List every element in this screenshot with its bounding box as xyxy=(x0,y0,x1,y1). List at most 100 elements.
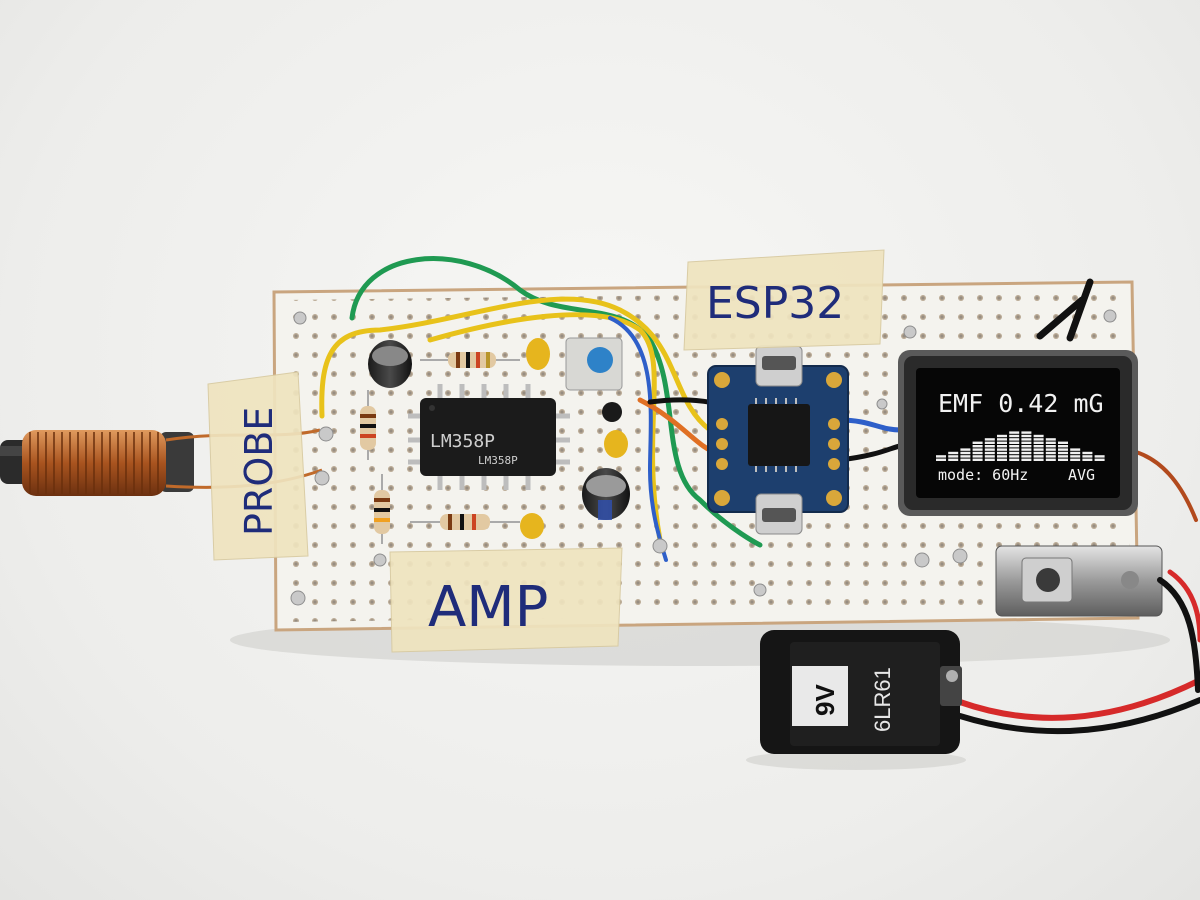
oled-bar-segment xyxy=(972,455,983,458)
oled-bar-segment xyxy=(1094,455,1105,458)
oled-bar-segment xyxy=(984,448,995,451)
oled-bar-segment xyxy=(948,455,959,458)
oled-bar-segment xyxy=(960,451,971,455)
oled-bar-segment xyxy=(1033,458,1044,461)
oled-bar-segment xyxy=(948,451,959,455)
oled-bar-segment xyxy=(1033,455,1044,458)
oled-bar-segment xyxy=(1009,455,1020,458)
oled-bar-segment xyxy=(984,445,995,448)
oled-bar-segment xyxy=(1082,451,1093,455)
oled-bar-graph xyxy=(936,431,1105,461)
oled-bar-segment xyxy=(1070,458,1081,461)
oled-bar-segment xyxy=(1045,455,1056,458)
oled-bar-segment xyxy=(1058,455,1068,458)
oled-bar-segment xyxy=(1021,438,1032,441)
oled-bar-segment xyxy=(972,441,983,444)
oled-bar-segment xyxy=(960,458,971,461)
oled-bar-segment xyxy=(984,455,995,458)
oled-bar-segment xyxy=(1070,455,1081,458)
oled-bar-segment xyxy=(997,438,1007,441)
oled-bar-segment xyxy=(1058,448,1068,451)
oled-bar-segment xyxy=(1058,445,1068,448)
amp-label: AMP xyxy=(428,575,548,640)
oled-bar-segment xyxy=(948,458,959,461)
oled-bar-segment xyxy=(1033,434,1044,438)
amp-tape: AMP xyxy=(389,547,623,653)
probe-tape: PROBE xyxy=(207,371,309,561)
chip-marking-main: LM358P xyxy=(430,431,495,452)
oled-bar-segment xyxy=(936,455,946,458)
oled-bar-segment xyxy=(1021,445,1032,448)
oled-bar-segment xyxy=(972,445,983,448)
oled-bar-segment xyxy=(960,448,971,451)
oled-bar-segment xyxy=(1021,434,1032,438)
oled-bar-segment xyxy=(1009,441,1020,444)
oled-bar-segment xyxy=(1033,445,1044,448)
battery-voltage: 9V xyxy=(810,684,840,716)
barrel-jack xyxy=(995,545,1163,617)
oled-bar-segment xyxy=(997,448,1007,451)
oled-bar-segment xyxy=(1082,458,1093,461)
oled-bar-segment xyxy=(972,458,983,461)
oled-bar-segment xyxy=(960,455,971,458)
esp32-module xyxy=(707,345,849,535)
oled-display: EMF 0.42 mG mode: 60Hz AVG xyxy=(898,350,1138,516)
oled-bar-segment xyxy=(1009,448,1020,451)
oled-bar-segment xyxy=(1009,431,1020,434)
9v-battery: 9V 6LR61 xyxy=(746,630,966,770)
oled-bar-segment xyxy=(1045,451,1056,455)
oled-bar-segment xyxy=(972,448,983,451)
oled-mode: mode: 60Hz xyxy=(938,466,1028,484)
oled-bar-segment xyxy=(997,434,1007,438)
oled-reading: EMF 0.42 mG xyxy=(938,389,1104,418)
oled-bar-segment xyxy=(1009,438,1020,441)
esp32-tape: ESP32 xyxy=(683,249,885,351)
oled-bar-segment xyxy=(936,458,946,461)
oled-bar-segment xyxy=(1045,458,1056,461)
oled-bar-segment xyxy=(997,445,1007,448)
oled-bar-segment xyxy=(984,441,995,444)
oled-bar-segment xyxy=(1021,431,1032,434)
oled-bar-segment xyxy=(984,438,995,441)
oled-bar-segment xyxy=(1021,441,1032,444)
oled-bar-segment xyxy=(1021,455,1032,458)
oled-bar-segment xyxy=(1033,441,1044,444)
oled-bar-segment xyxy=(1033,448,1044,451)
oled-bar-segment xyxy=(997,451,1007,455)
oled-bar-segment xyxy=(1021,451,1032,455)
oled-bar-segment xyxy=(972,451,983,455)
oled-bar-segment xyxy=(984,458,995,461)
jumper-wires xyxy=(319,256,1198,562)
solder-joints xyxy=(290,309,1117,606)
oled-bar-segment xyxy=(1070,448,1081,451)
oled-bar-segment xyxy=(1033,451,1044,455)
chip-marking-sub: LM358P xyxy=(478,454,518,467)
op-amp-chip: LM358P LM358P xyxy=(408,384,570,490)
oled-bar-segment xyxy=(1045,448,1056,451)
oled-bar-segment xyxy=(997,455,1007,458)
oled-bar-segment xyxy=(1045,441,1056,444)
oled-bar-segment xyxy=(1094,458,1105,461)
battery-model: 6LR61 xyxy=(870,667,895,732)
oled-bar-segment xyxy=(1021,458,1032,461)
oled-bar-segment xyxy=(1009,451,1020,455)
oled-bar-segment xyxy=(1045,445,1056,448)
oled-bar-segment xyxy=(1021,448,1032,451)
oled-bar-segment xyxy=(1082,455,1093,458)
oled-avg: AVG xyxy=(1068,466,1095,484)
oled-bar-segment xyxy=(984,451,995,455)
esp32-label: ESP32 xyxy=(706,278,844,329)
oled-bar-segment xyxy=(1045,438,1056,441)
oled-bar-segment xyxy=(1058,441,1068,444)
probe-label: PROBE xyxy=(237,407,281,536)
oled-bar-segment xyxy=(997,441,1007,444)
oled-bar-segment xyxy=(1058,451,1068,455)
oled-bar-segment xyxy=(1070,451,1081,455)
oled-bar-segment xyxy=(1009,445,1020,448)
oled-bar-segment xyxy=(1058,458,1068,461)
oled-bar-segment xyxy=(1009,458,1020,461)
capacitors xyxy=(368,337,630,539)
resistors xyxy=(360,352,520,544)
